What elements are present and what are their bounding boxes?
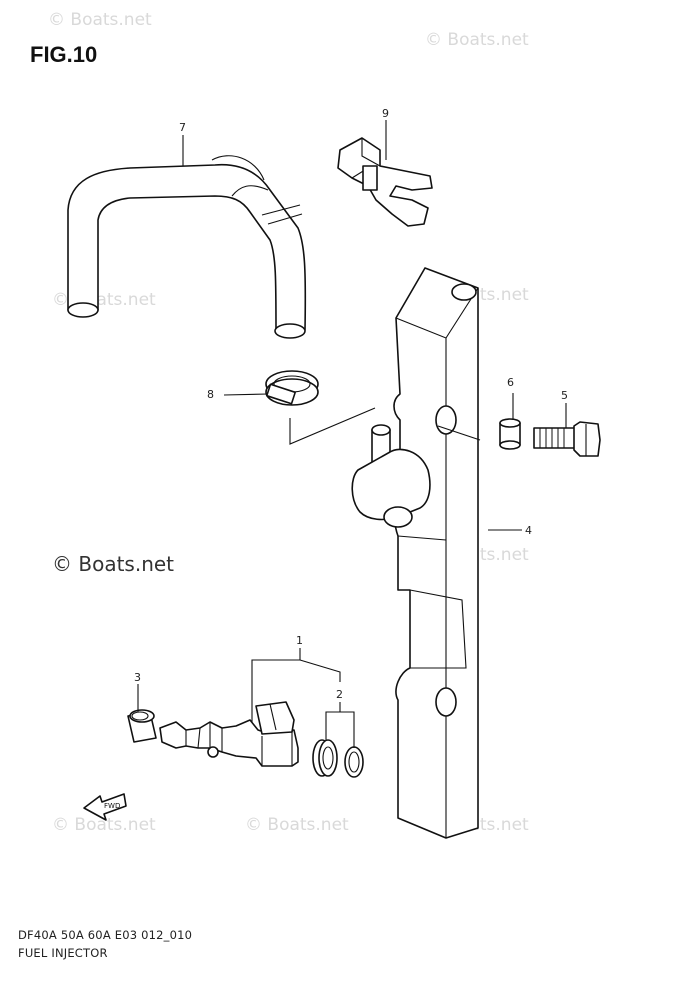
- leader-lines: [137, 120, 567, 748]
- watermark: © Boats.net: [52, 552, 175, 576]
- callout-4: 4: [525, 524, 532, 537]
- callout-8: 8: [207, 388, 214, 401]
- callout-1: 1: [296, 634, 303, 647]
- diagram-name: FUEL INJECTOR: [18, 946, 108, 960]
- watermark: © Boats.net: [48, 10, 152, 30]
- bolt[interactable]: [533, 421, 601, 457]
- hose-clip[interactable]: [337, 137, 433, 227]
- callout-3: 3: [134, 671, 141, 684]
- callout-5: 5: [561, 389, 568, 402]
- fuel-hose[interactable]: [67, 155, 307, 339]
- seal-ring[interactable]: [127, 709, 157, 743]
- o-ring-small[interactable]: [344, 746, 364, 778]
- watermark: © Boats.net: [245, 815, 349, 835]
- callout-2: 2: [336, 688, 343, 701]
- callout-9: 9: [382, 107, 389, 120]
- diagram-code: DF40A 50A 60A E03 012_010: [18, 928, 193, 942]
- collar[interactable]: [499, 418, 521, 450]
- figure-title: FIG.10: [30, 42, 98, 67]
- watermark: © Boats.net: [52, 815, 156, 835]
- forward-arrow-label: FWD: [104, 802, 120, 810]
- callout-6: 6: [507, 376, 514, 389]
- fuel-injector[interactable]: [159, 701, 299, 767]
- watermark: © Boats.net: [425, 30, 529, 50]
- fuel-rail[interactable]: [393, 267, 479, 839]
- o-ring-large[interactable]: [312, 739, 338, 777]
- callout-7: 7: [179, 121, 186, 134]
- hose-clamp[interactable]: [265, 370, 319, 406]
- fuel-inlet-nipple[interactable]: [351, 424, 431, 528]
- forward-arrow: FWD: [83, 793, 127, 821]
